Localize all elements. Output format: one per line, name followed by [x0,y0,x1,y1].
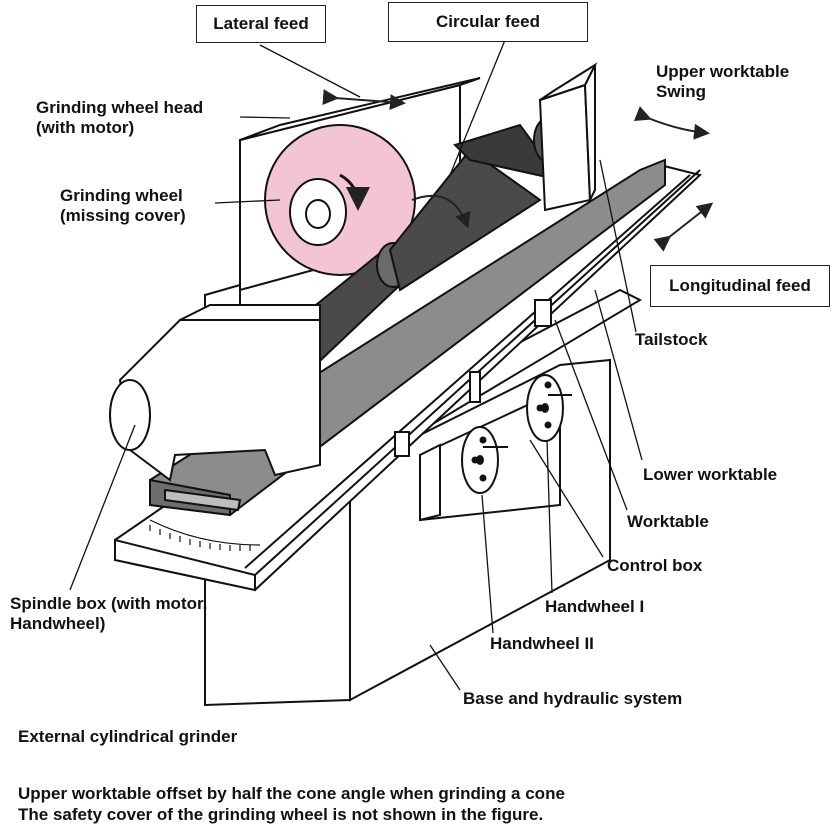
longitudinal-feed-arrow [653,202,714,252]
label-grinding-wheel-head-1: Grinding wheel head [36,98,204,117]
label-tailstock: Tailstock [635,330,708,349]
label-grinding-wheel-2: (missing cover) [60,206,186,225]
circular-feed-arrow [411,195,471,229]
label-longitudinal-feed: Longitudinal feed [650,265,830,307]
spindle-box-shape [109,304,321,482]
label-control-box: Control box [607,556,703,575]
label-grinding-wheel-head-2: (with motor) [36,118,135,137]
swing-arrow [633,106,710,140]
label-worktable: Worktable [627,512,709,531]
label-handwheel-1: Handwheel I [545,597,645,616]
motion-arrows [322,89,714,252]
label-spindle-box-2: Handwheel) [10,614,106,633]
label-handwheel-2: Handwheel II [490,634,594,653]
grinding-wheel-shape [264,124,416,276]
label-spindle-box-1: Spindle box (with motor, [10,594,208,613]
leader-lines [69,39,643,691]
label-upper-worktable-swing-2: Swing [656,82,707,101]
diagram-title: External cylindrical grinder [18,727,238,746]
handwheel-2-shape [461,426,508,494]
angle-scale [149,519,261,551]
label-upper-worktable-swing-1: Upper worktable [656,62,790,81]
label-circular-feed: Circular feed [388,2,588,42]
tailstock-shape [538,62,598,212]
note-line-2: The safety cover of the grinding wheel i… [18,805,544,824]
label-lower-worktable: Lower worktable [643,465,778,484]
label-lateral-feed: Lateral feed [196,5,326,43]
note-line-1: Upper worktable offset by half the cone … [18,784,565,803]
lateral-feed-arrow [322,89,406,111]
handwheel-1-shape [526,374,572,442]
label-base-hydraulic: Base and hydraulic system [463,689,683,708]
label-grinding-wheel-1: Grinding wheel [60,186,183,205]
